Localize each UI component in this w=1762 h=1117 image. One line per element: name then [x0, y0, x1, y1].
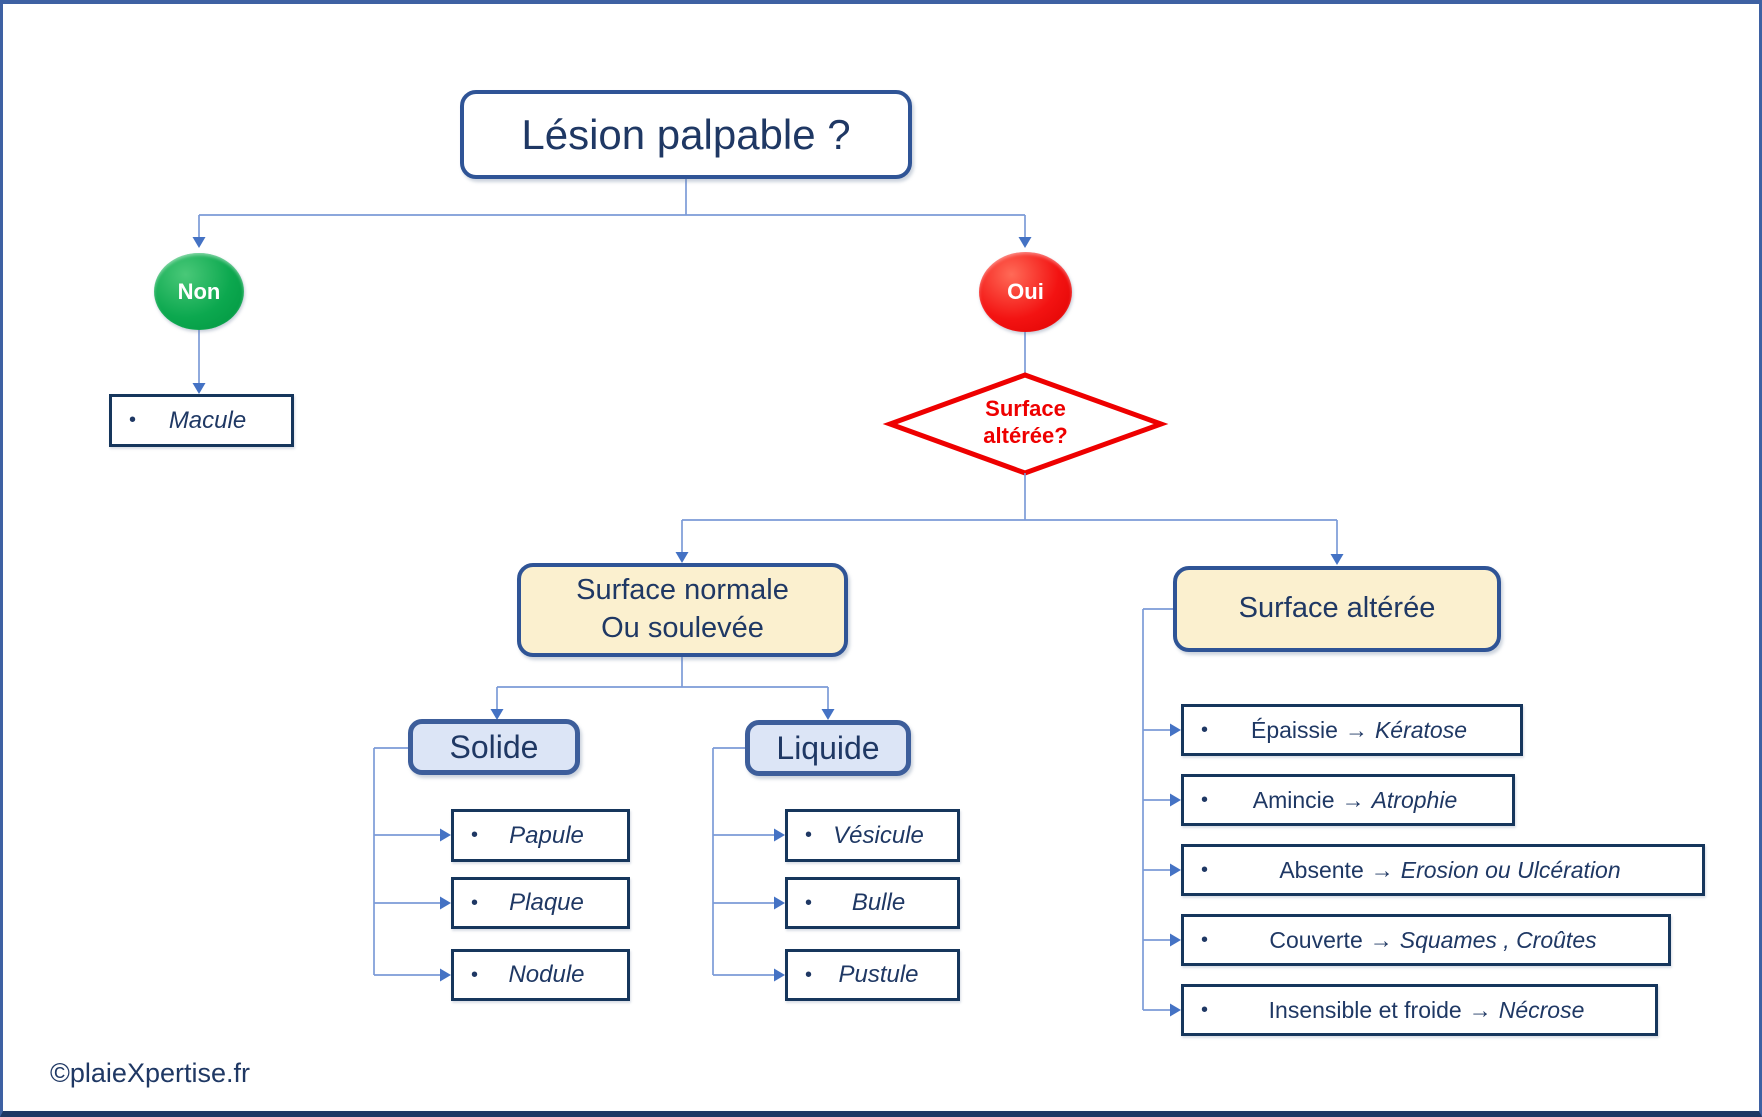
bullet: •: [1201, 998, 1209, 1021]
leaf-amincie-label: Amincie→Atrophie: [1208, 787, 1512, 814]
normal-surface-box: Surface normale Ou soulevée: [517, 563, 848, 657]
bullet: •: [129, 409, 137, 431]
altered-surface-box: Surface altérée: [1173, 566, 1501, 652]
leaf-result: Squames , Croûtes: [1399, 926, 1597, 953]
bullet: •: [471, 891, 479, 914]
bullet: •: [805, 824, 813, 846]
connector-non-macule: [192, 330, 206, 394]
answer-non-ellipse: Non: [154, 253, 244, 330]
leaf-vesicule-label: Vésicule: [833, 821, 924, 849]
leaf-amincie: • Amincie→Atrophie: [1181, 774, 1515, 826]
bullet: •: [471, 963, 479, 986]
liquide-label: Liquide: [776, 729, 880, 766]
decision-diamond-label: Surface altérée?: [925, 396, 1126, 450]
root-question-box: Lésion palpable ?: [460, 90, 912, 179]
leaf-result: Nécrose: [1498, 996, 1585, 1023]
leaf-state: Insensible et froide: [1268, 996, 1462, 1023]
bullet: •: [1201, 858, 1209, 881]
diamond-line-2: altérée?: [983, 422, 1068, 448]
leaf-couverte-label: Couverte→Squames , Croûtes: [1208, 927, 1668, 954]
bullet: •: [805, 891, 813, 914]
bullet: •: [1201, 928, 1209, 951]
normal-surface-line-1: Surface normale: [576, 574, 789, 607]
normal-surface-label: Surface normale Ou soulevée: [576, 572, 789, 647]
connector-title-fork: [192, 179, 1032, 248]
connector-solide-trunk: [373, 747, 451, 982]
answer-oui-label: Oui: [1007, 279, 1044, 304]
connector-altered-trunk: [1142, 608, 1181, 1017]
arrow-glyph: →: [1370, 856, 1394, 883]
leaf-plaque-label: Plaque: [509, 889, 584, 916]
leaf-papule-label: Papule: [509, 821, 584, 849]
connector-normal-fork: [490, 657, 835, 720]
leaf-vesicule: • Vésicule: [785, 809, 960, 862]
leaf-result: Erosion ou Ulcération: [1400, 856, 1621, 883]
leaf-macule: • Macule: [109, 394, 294, 447]
arrow-glyph: →: [1341, 786, 1365, 813]
leaf-state: Absente: [1279, 856, 1364, 883]
leaf-bulle: • Bulle: [785, 877, 960, 929]
leaf-pustule: • Pustule: [785, 949, 960, 1001]
bullet: •: [805, 963, 813, 986]
answer-oui-ellipse: Oui: [979, 252, 1072, 332]
leaf-state: Amincie: [1252, 786, 1335, 813]
connector-liquide-trunk: [712, 747, 785, 982]
leaf-absente-label: Absente→Erosion ou Ulcération: [1208, 857, 1702, 884]
leaf-state: Couverte: [1269, 926, 1363, 953]
answer-non-label: Non: [177, 278, 221, 304]
arrow-glyph: →: [1369, 926, 1393, 953]
arrow-glyph: →: [1344, 716, 1368, 743]
arrow-glyph: →: [1468, 996, 1492, 1023]
leaf-result: Atrophie: [1371, 786, 1458, 813]
root-question-label: Lésion palpable ?: [521, 110, 851, 158]
liquide-box: Liquide: [745, 720, 911, 776]
bullet: •: [1201, 718, 1209, 741]
leaf-nodule-label: Nodule: [508, 961, 585, 988]
leaf-papule: • Papule: [451, 809, 630, 862]
bullet: •: [471, 824, 479, 846]
leaf-state: Épaissie: [1251, 716, 1338, 743]
leaf-nodule: • Nodule: [451, 949, 630, 1001]
leaf-insensible-label: Insensible et froide→Nécrose: [1208, 997, 1655, 1024]
leaf-plaque: • Plaque: [451, 877, 630, 929]
bullet: •: [1201, 788, 1209, 811]
solide-box: Solide: [408, 719, 580, 775]
watermark: ©plaieXpertise.fr: [50, 1058, 250, 1088]
leaf-absente: • Absente→Erosion ou Ulcération: [1181, 844, 1705, 896]
leaf-macule-label: Macule: [168, 406, 247, 434]
leaf-epaissie: • Épaissie→Kératose: [1181, 704, 1523, 756]
altered-surface-label: Surface altérée: [1238, 592, 1436, 625]
leaf-pustule-label: Pustule: [838, 961, 919, 988]
solide-label: Solide: [449, 728, 539, 765]
diamond-line-1: Surface: [985, 396, 1066, 421]
connector-layer: [192, 179, 1344, 1017]
leaf-couverte: • Couverte→Squames , Croûtes: [1181, 914, 1671, 966]
connector-diamond-fork: [675, 473, 1344, 565]
leaf-result: Kératose: [1374, 716, 1467, 743]
normal-surface-line-2: Ou soulevée: [601, 612, 764, 644]
leaf-epaissie-label: Épaissie→Kératose: [1208, 717, 1520, 744]
leaf-insensible: • Insensible et froide→Nécrose: [1181, 984, 1658, 1036]
leaf-bulle-label: Bulle: [851, 889, 906, 916]
